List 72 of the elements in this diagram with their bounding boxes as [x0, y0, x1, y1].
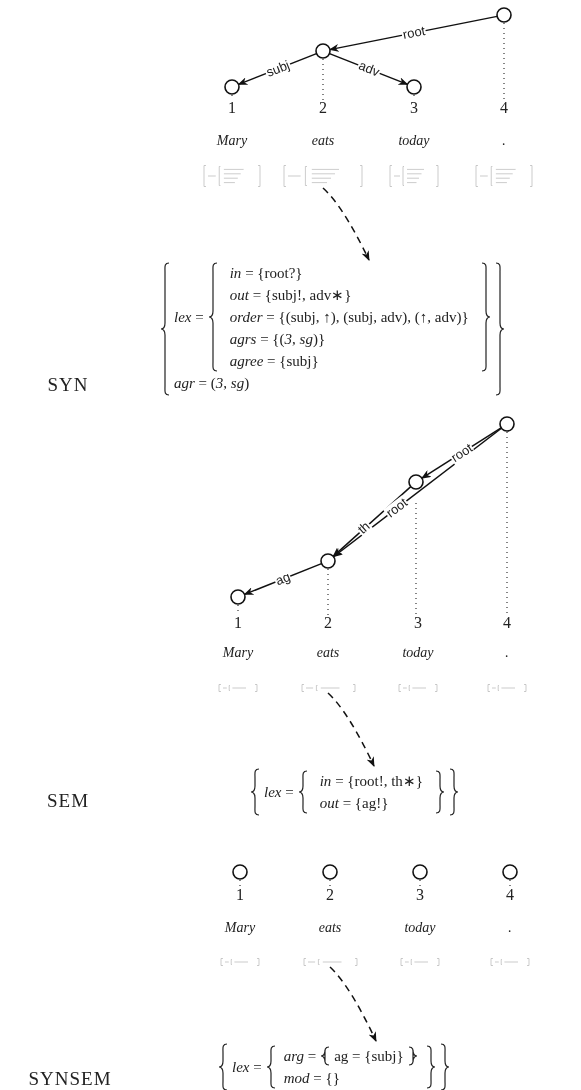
feature-line: out = {subj!, adv∗} [229, 286, 353, 305]
feature-structure-thumbnail [490, 958, 530, 966]
feature-structure-thumbnail [389, 165, 439, 187]
feature-structure-thumbnail [475, 165, 533, 187]
word-label: Mary [216, 134, 248, 148]
feature-line: lex = [174, 308, 204, 327]
feature-structure [250, 768, 460, 816]
feature-structure [218, 1043, 450, 1090]
word-label: . [502, 134, 506, 148]
feature-line: order = {(subj, ↑), (subj, adv), (↑, adv)} [229, 308, 469, 327]
circle-node [502, 864, 518, 880]
token-number: 3 [416, 887, 424, 903]
token-number: 3 [414, 615, 422, 631]
dashed-arrow [329, 966, 377, 1042]
feature-structure-thumbnail [283, 165, 363, 187]
token-number: 4 [500, 100, 508, 116]
word-label: . [505, 646, 509, 660]
token-number: 4 [506, 887, 514, 903]
feature-structure-thumbnail [218, 684, 258, 692]
feature-line: agr = (3, sg) [174, 374, 251, 393]
feature-structure [160, 262, 505, 396]
word-label: eats [316, 646, 340, 660]
token-number: 2 [324, 615, 332, 631]
circle-node [315, 43, 331, 59]
dashed-arrow [322, 187, 370, 261]
word-label: Mary [224, 921, 256, 935]
word-label: eats [318, 921, 342, 935]
circle-node [496, 7, 512, 23]
feature-structure-thumbnail [302, 958, 358, 966]
circle-node [499, 416, 515, 432]
feature-line: agrs = {(3, sg)} [229, 330, 327, 349]
circle-node [224, 79, 240, 95]
token-number: 1 [234, 615, 242, 631]
feature-line: arg = [283, 1047, 317, 1066]
circle-node [320, 553, 336, 569]
circle-node [230, 589, 246, 605]
feature-structure-thumbnail [203, 165, 261, 187]
token-number: 1 [236, 887, 244, 903]
word-label: Mary [222, 646, 254, 660]
level-label: SYN [47, 374, 89, 394]
feature-structure-thumbnail [220, 958, 260, 966]
word-label: today [402, 646, 434, 660]
feature-line: in = {root?} [229, 264, 304, 283]
feature-structure-thumbnail [398, 684, 438, 692]
edge-label: root [383, 494, 412, 521]
feature-structure-thumbnail [400, 958, 440, 966]
circle-node [412, 864, 428, 880]
feature-structure-thumbnail [300, 684, 356, 692]
token-number: 2 [326, 887, 334, 903]
token-number: 1 [228, 100, 236, 116]
word-label: . [508, 921, 512, 935]
feature-line: lex = [264, 783, 294, 802]
token-number: 3 [410, 100, 418, 116]
token-number: 2 [319, 100, 327, 116]
feature-line: mod = {} [283, 1069, 341, 1088]
word-label: today [398, 134, 430, 148]
circle-node [322, 864, 338, 880]
circle-node [232, 864, 248, 880]
feature-line: in = {root!, th∗} [319, 772, 424, 791]
feature-structure-thumbnail [487, 684, 527, 692]
circle-node [406, 79, 422, 95]
level-label: SYNSEM [28, 1068, 112, 1088]
feature-line: ag = {subj} [334, 1047, 404, 1066]
feature-line: lex = [232, 1058, 262, 1077]
circle-node [408, 474, 424, 490]
word-label: eats [311, 134, 335, 148]
feature-line: agree = {subj} [229, 352, 320, 371]
dashed-arrow [327, 692, 375, 767]
level-label: SEM [46, 790, 90, 810]
word-label: today [404, 921, 436, 935]
feature-line: out = {ag!} [319, 794, 390, 813]
token-number: 4 [503, 615, 511, 631]
